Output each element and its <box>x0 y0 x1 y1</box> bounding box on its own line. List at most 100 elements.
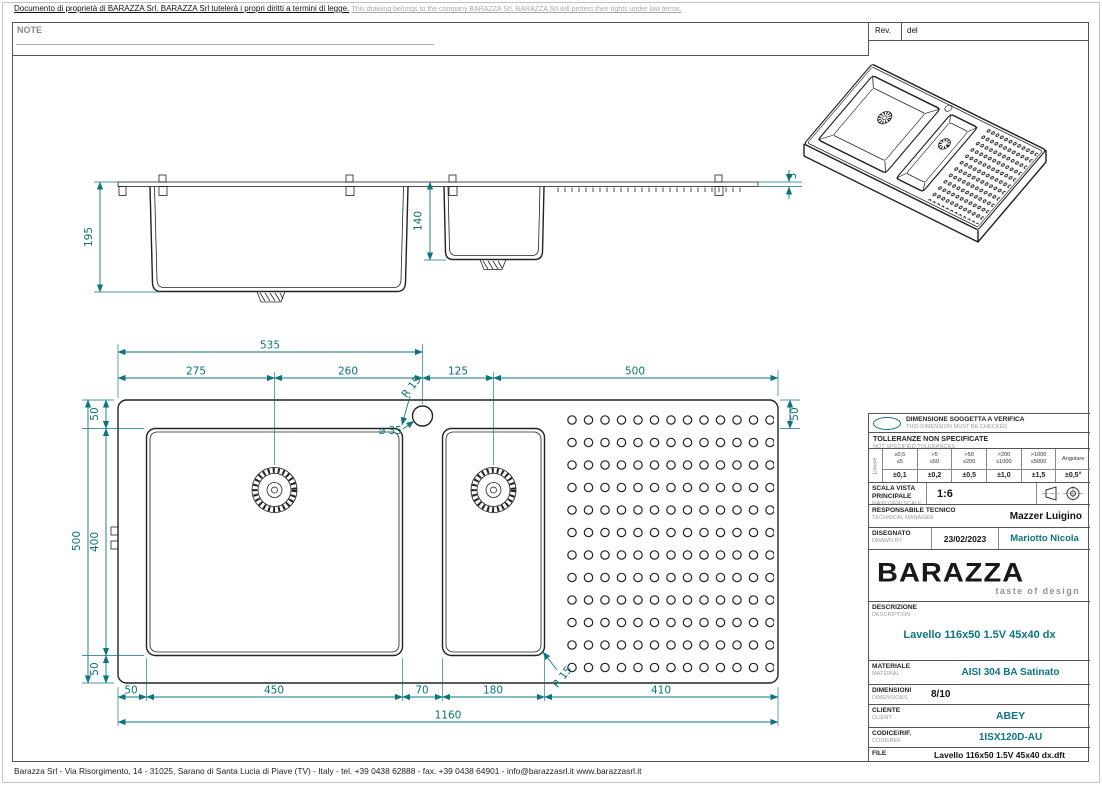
technical-manager-row: RESPONSABILE TECNICO TECHNICAL MANAGER M… <box>869 504 1090 527</box>
tol-value: ±0,5° <box>1065 472 1082 479</box>
logo-row: BARAZZA taste of design <box>869 549 1090 601</box>
tolerance-col-1: ≥0,5≤5 ±0,1 <box>883 449 918 482</box>
dim-410: 410 <box>651 685 671 697</box>
code-row: CODICE/RIF. CODE/REF. 1ISX120D-AU <box>869 727 1090 747</box>
dim-125: 125 <box>448 366 468 378</box>
tolerances-label-it: TOLLERANZE NON SPECIFICATE <box>873 434 989 443</box>
tolerance-col-2: >5≤50 ±0,2 <box>917 449 953 482</box>
tol-value: ±0,5 <box>962 472 976 479</box>
scale-label-en: MAIN VIEW SCALE <box>872 500 922 504</box>
dim-195: 195 <box>83 227 95 247</box>
legal-notice: Documento di proprietà di BARAZZA Srl. B… <box>14 4 681 13</box>
tol-range: ≤1000 <box>996 459 1012 465</box>
tolerance-col-3: >50≤200 ±0,5 <box>952 449 988 482</box>
rev-del-label: del <box>907 26 918 35</box>
tap-hole-label: ⌀ 35 <box>379 425 402 437</box>
tol-range: ≤5 <box>896 459 903 465</box>
dim-check-label-it: DIMENSIONE SOGGETTA A VERIFICA <box>906 415 1025 423</box>
dim-500-top: 500 <box>625 366 645 378</box>
tol-range: >5 <box>931 452 938 459</box>
barazza-logo: BARAZZA <box>877 558 1025 588</box>
file-label: FILE <box>872 750 887 757</box>
tol-range: ≥0,5 <box>894 452 906 459</box>
dim-450: 450 <box>264 685 284 697</box>
tol-value: ±0,1 <box>893 472 907 479</box>
tol-value: ±1,5 <box>1031 472 1046 479</box>
logo-tagline: taste of design <box>995 586 1080 596</box>
material-label-it: MATERIALE <box>872 663 910 670</box>
dim-50-left-bottom: 50 <box>89 662 101 675</box>
tol-value: ±1,0 <box>997 472 1011 479</box>
drawing-frame <box>12 22 1089 762</box>
technical-manager-label-en: TECHNICAL MANAGER <box>872 514 934 521</box>
tol-value: ±0,2 <box>927 472 942 479</box>
scale-row: SCALA VISTA PRINCIPALE MAIN VIEW SCALE 1… <box>869 482 1090 504</box>
scale-label-it: SCALA VISTA PRINCIPALE <box>872 485 915 500</box>
note-label: NOTE <box>17 25 43 35</box>
isometric-view <box>803 64 1047 243</box>
projection-symbol <box>1036 483 1090 504</box>
side-view: 195 140 3 <box>83 170 802 303</box>
description-label-it: DESCRIZIONE <box>872 604 918 611</box>
tolerance-col-angular: Angolare ±0,5° <box>1056 449 1090 482</box>
description-value: Lavello 116x50 1.5V 45x40 dx <box>903 629 1056 641</box>
file-value: Lavello 116x50 1.5V 45x40 dx.dft <box>934 750 1065 760</box>
dim-535: 535 <box>260 340 280 352</box>
file-row: FILE Lavello 116x50 1.5V 45x40 dx.dft <box>869 747 1090 762</box>
first-angle-projection-icon <box>1041 486 1083 501</box>
code-label-it: CODICE/RIF. <box>872 730 912 737</box>
dimensions-row: DIMENSIONI DIMENSIONS 8/10 <box>869 684 1090 704</box>
material-value: AISI 304 BA Satinato <box>961 667 1060 678</box>
technical-manager-label-it: RESPONSABILE TECNICO <box>872 507 956 514</box>
dim-500-left: 500 <box>71 531 83 551</box>
client-label-en: CLIENT <box>872 714 892 721</box>
tol-range: >200 <box>997 452 1011 459</box>
dim-275: 275 <box>186 366 206 378</box>
dimensions-label-it: DIMENSIONI <box>872 687 912 694</box>
description-row: DESCRIZIONE DESCRIPTION Lavello 116x50 1… <box>869 601 1090 660</box>
dim-140: 140 <box>413 211 425 231</box>
description-label-en: DESCRIPTION <box>872 611 911 618</box>
dim-check-row: DIMENSIONE SOGGETTA A VERIFICA THIS DIME… <box>869 413 1090 432</box>
note-box: NOTE <box>12 22 869 56</box>
client-label-it: CLIENTE <box>872 707 901 714</box>
dim-1160: 1160 <box>435 710 462 722</box>
tolerance-col-5: >1000≤5000 ±1,5 <box>1021 449 1057 482</box>
tol-range: ≤5000 <box>1030 459 1047 465</box>
client-value: ABEY <box>995 710 1026 722</box>
dimensions-value: 8/10 <box>931 689 951 700</box>
tolerances-header-row: TOLLERANZE NON SPECIFICATE NOT SPECIFIED… <box>869 432 1090 448</box>
dimension-check-oval-symbol <box>873 416 901 430</box>
company-footer: Barazza Srl - Via Risorgimento, 14 - 310… <box>14 766 642 776</box>
legal-notice-it: Documento di proprietà di BARAZZA Srl. B… <box>14 4 350 13</box>
material-row: MATERIALE MATERIAL AISI 304 BA Satinato <box>869 660 1090 684</box>
legal-notice-en: This drawing belongs to the company BARA… <box>351 6 682 13</box>
dim-check-label-en: THIS DIMENSION MUST BE CHECKED <box>906 423 1008 430</box>
material-label-en: MATERIAL <box>872 670 900 677</box>
tol-range: >50 <box>964 452 974 459</box>
drawn-by-date: 23/02/2023 <box>931 528 998 549</box>
note-rule-line <box>16 44 434 45</box>
title-block: DIMENSIONE SOGGETTA A VERIFICA THIS DIME… <box>868 413 1090 762</box>
dim-180: 180 <box>483 685 503 697</box>
drawn-by-label-en: DRAWN BY <box>872 537 902 544</box>
dim-3: 3 <box>787 173 799 180</box>
tol-range: Angolare <box>1061 455 1085 462</box>
code-label-en: CODE/REF. <box>872 737 902 744</box>
scale-value: 1:6 <box>926 483 1036 504</box>
client-row: CLIENTE CLIENT ABEY <box>869 704 1090 727</box>
dim-50-bottom: 50 <box>124 685 137 697</box>
tolerance-col-4: >200≤1000 ±1,0 <box>987 449 1022 482</box>
dim-50-right: 50 <box>789 407 801 420</box>
drawn-by-label-it: DISEGNATO <box>872 530 911 537</box>
rev-divider <box>901 22 902 40</box>
revision-box: Rev. del <box>869 22 1089 41</box>
tolerance-table: Lineare ≥0,5≤5 ±0,1 >5≤50 ±0,2 >50≤200 ±… <box>869 448 1090 482</box>
tol-range: ≤50 <box>929 459 940 465</box>
dim-400: 400 <box>89 532 101 552</box>
plan-view: 535 275 260 125 500 50 400 50 500 <box>71 340 801 726</box>
rev-label: Rev. <box>875 26 891 35</box>
tolerances-label-en: NOT SPECIFIED TOLERANCES <box>873 443 956 448</box>
